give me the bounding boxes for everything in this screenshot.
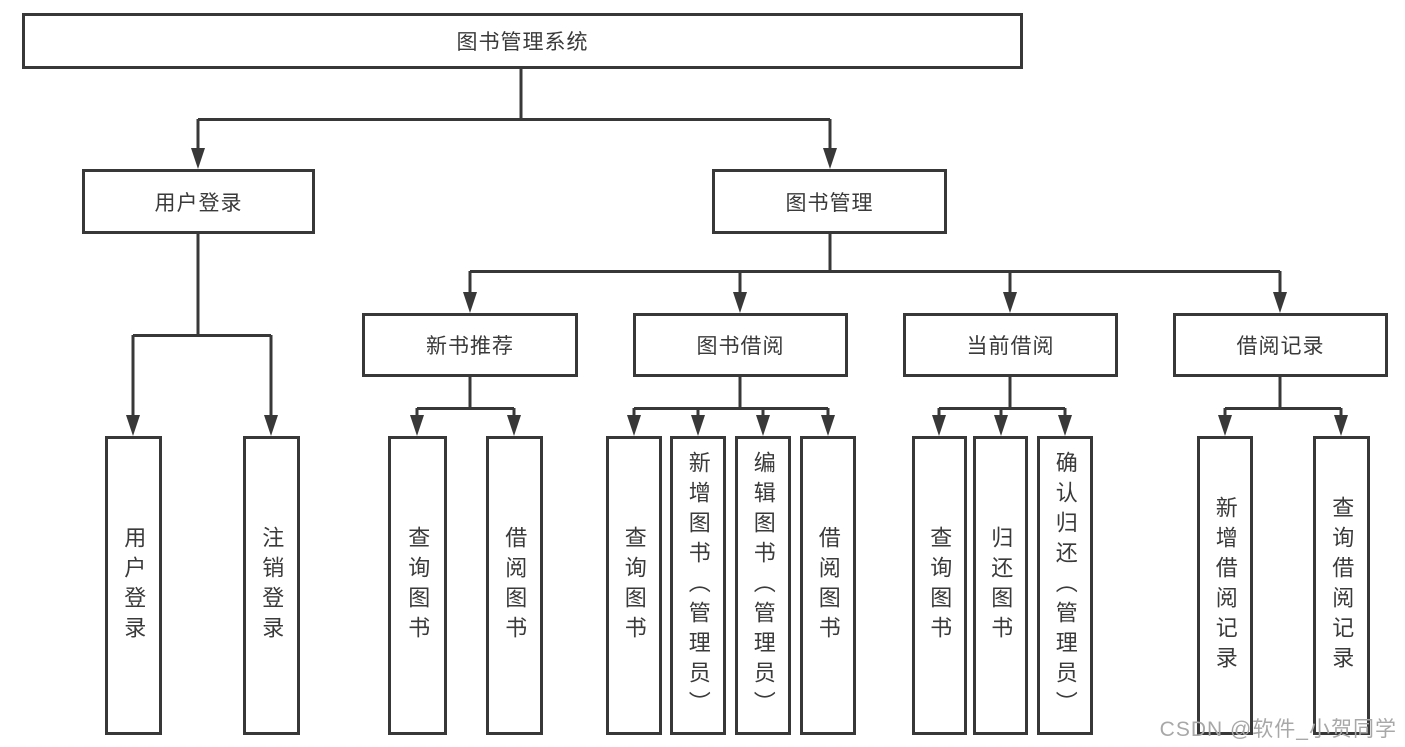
leaf-label: 查询借阅记录 [1329,495,1355,676]
leaf-label: 编辑图书（管理员） [750,450,776,721]
node-label: 用户登录 [154,191,243,215]
leaf-label: 用户登录 [121,525,147,646]
leaf-add-book-admin: 新增图书（管理员） [670,436,726,735]
leaf-label: 新增借阅记录 [1212,495,1238,676]
node-book-borrowing: 图书借阅 [633,313,848,377]
node-label: 图书借阅 [696,335,785,358]
leaf-label: 新增图书（管理员） [685,450,711,721]
node-label: 借阅记录 [1236,335,1325,358]
leaf-label: 借阅图书 [815,525,841,646]
leaf-label: 注销登录 [259,525,285,646]
leaf-add-borrow-record: 新增借阅记录 [1197,436,1253,735]
leaf-label: 查询图书 [927,525,953,646]
leaf-borrow-books-borrowing: 借阅图书 [800,436,856,735]
node-label: 新书推荐 [426,335,514,358]
leaf-query-books-borrowing: 查询图书 [606,436,662,735]
node-borrowing-records: 借阅记录 [1173,313,1388,377]
node-label: 图书管理系统 [456,31,589,54]
leaf-query-borrow-record: 查询借阅记录 [1313,436,1370,735]
leaf-label: 查询图书 [621,525,647,646]
leaf-return-book: 归还图书 [973,436,1028,735]
leaf-borrow-books-recommend: 借阅图书 [486,436,543,735]
node-library-management-system: 图书管理系统 [22,13,1023,69]
leaf-label: 确认归还（管理员） [1052,450,1078,721]
node-label: 图书管理 [785,191,874,215]
leaf-edit-book-admin: 编辑图书（管理员） [735,436,791,735]
watermark-text: CSDN @软件_小贺同学 [1159,718,1397,741]
leaf-logout: 注销登录 [243,436,300,735]
leaf-label: 查询图书 [405,525,431,646]
leaf-user-login: 用户登录 [105,436,162,735]
node-user-login: 用户登录 [82,169,315,234]
leaf-query-books-current: 查询图书 [912,436,967,735]
node-book-management: 图书管理 [712,169,947,234]
leaf-query-books-recommend: 查询图书 [388,436,447,735]
leaf-confirm-return-admin: 确认归还（管理员） [1037,436,1093,735]
node-current-borrowing: 当前借阅 [903,313,1118,377]
node-new-book-recommendation: 新书推荐 [362,313,578,377]
leaf-label: 借阅图书 [502,525,528,646]
node-label: 当前借阅 [966,335,1055,358]
leaf-label: 归还图书 [988,525,1014,646]
